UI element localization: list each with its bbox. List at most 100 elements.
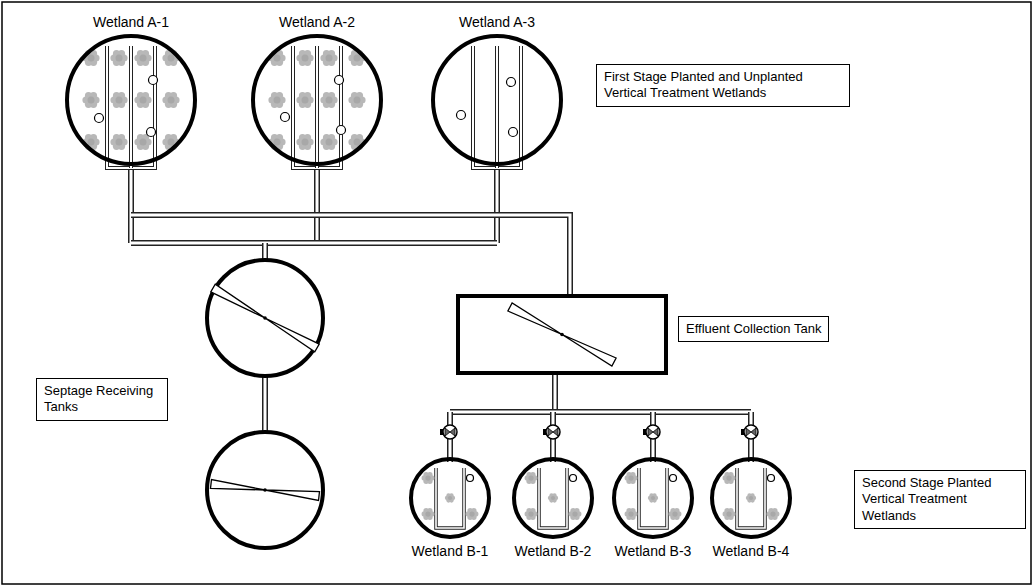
- pipe-wall: [293, 46, 341, 168]
- plant-core: [672, 511, 677, 516]
- valve-handle: [440, 429, 443, 435]
- plant-symbol: [525, 472, 538, 484]
- plant-symbol: [268, 92, 285, 108]
- sampling-well: [768, 475, 775, 482]
- plant-symbol: [110, 50, 127, 66]
- plant-core: [326, 55, 333, 62]
- plant-core: [528, 475, 533, 480]
- plant-symbol: [445, 493, 455, 503]
- pipe: [131, 46, 132, 168]
- pipe: [450, 412, 751, 413]
- valve-handle: [741, 429, 744, 435]
- pipe-wall: [552, 373, 558, 412]
- plant-symbol: [525, 508, 538, 520]
- plant-symbol: [162, 92, 179, 108]
- valve-body: [646, 425, 660, 439]
- wetland-outline: [710, 457, 792, 539]
- plant-symbol: [466, 508, 479, 520]
- pipe-wall: [495, 46, 499, 168]
- wetland-cell: Wetland A-1: [65, 34, 197, 166]
- pipe: [265, 243, 266, 260]
- plant-core: [448, 496, 452, 500]
- wetland-cell: Wetland B-1: [409, 457, 491, 539]
- wetland-label: Wetland B-3: [615, 543, 692, 559]
- pipe-bore: [131, 242, 497, 245]
- plant-core: [425, 475, 430, 480]
- pipe: [473, 46, 521, 168]
- plant-core: [302, 55, 309, 62]
- wetland-label: Wetland A-2: [279, 14, 355, 30]
- valve-body: [443, 425, 457, 439]
- valve-handle: [643, 429, 646, 435]
- wetland-outline: [65, 34, 197, 166]
- pipe-bore: [264, 376, 267, 432]
- pipe-bore: [436, 468, 464, 528]
- plant-core: [274, 139, 281, 146]
- plant-symbol: [648, 493, 658, 503]
- wetland-cell: Wetland B-4: [710, 457, 792, 539]
- valve-symbol: [643, 425, 660, 439]
- pipe-bore: [496, 166, 499, 243]
- plant-core: [116, 139, 123, 146]
- pipe-wall: [262, 376, 268, 432]
- pipe-wall: [131, 240, 497, 246]
- plant-core: [628, 475, 633, 480]
- pipe-bore: [293, 46, 341, 168]
- wetland-outline: [431, 34, 563, 166]
- wetland-label: Wetland A-1: [93, 14, 169, 30]
- pipe-wall: [436, 468, 464, 528]
- sampling-well: [337, 126, 346, 135]
- plant-symbol: [320, 50, 337, 66]
- wetland-ring: [253, 36, 381, 164]
- sampling-well: [509, 128, 518, 137]
- plant-symbol: [767, 508, 780, 520]
- plant-symbol: [746, 493, 756, 503]
- plant-symbol: [320, 134, 337, 150]
- plant-core: [140, 97, 147, 104]
- pipe-wall: [315, 46, 319, 168]
- pipe-wall: [107, 46, 155, 168]
- valve-handle: [543, 429, 546, 435]
- wetland-outline: [612, 457, 694, 539]
- pipe-wall: [639, 468, 667, 528]
- label-text: First Stage Planted and Unplanted Vertic…: [604, 69, 842, 102]
- plant-symbol: [320, 92, 337, 108]
- pipe-bore: [473, 46, 521, 168]
- pipe: [107, 46, 155, 168]
- effluent-tank: [458, 296, 666, 373]
- pipe-bore: [316, 46, 318, 168]
- septage-tank: [207, 432, 323, 548]
- pipe-bore: [450, 411, 751, 414]
- plant-symbol: [110, 134, 127, 150]
- details: [82, 50, 779, 548]
- valve-gate: [445, 428, 455, 436]
- plant-core: [551, 496, 555, 500]
- wetland-outline: [409, 457, 491, 539]
- pipe-wall: [131, 215, 570, 296]
- label-text: Second Stage Planted Vertical Treatment …: [862, 475, 1018, 524]
- pipe-bore: [496, 46, 498, 168]
- pipe-bore: [539, 468, 567, 528]
- plant-core: [274, 97, 281, 104]
- plant-symbol: [625, 508, 638, 520]
- valve-gate: [548, 428, 558, 436]
- wetland-label: Wetland B-1: [412, 543, 489, 559]
- pipe: [131, 243, 497, 244]
- label-text: Effluent Collection Tank: [686, 321, 821, 337]
- plant-core: [354, 97, 361, 104]
- plant-core: [354, 55, 361, 62]
- label-box: Septage Receiving Tanks: [36, 378, 168, 421]
- valve-body: [744, 425, 758, 439]
- plant-symbol: [296, 92, 313, 108]
- valve-body: [546, 425, 560, 439]
- plant-core: [88, 55, 95, 62]
- pipe: [293, 46, 341, 168]
- valve-symbol: [543, 425, 560, 439]
- pipe-bore: [131, 215, 570, 296]
- plant-symbol: [134, 92, 151, 108]
- mixer-symbol: [508, 303, 616, 366]
- pipe-bore: [737, 468, 765, 528]
- wetland-ring: [433, 36, 561, 164]
- wetland-label: Wetland B-2: [515, 543, 592, 559]
